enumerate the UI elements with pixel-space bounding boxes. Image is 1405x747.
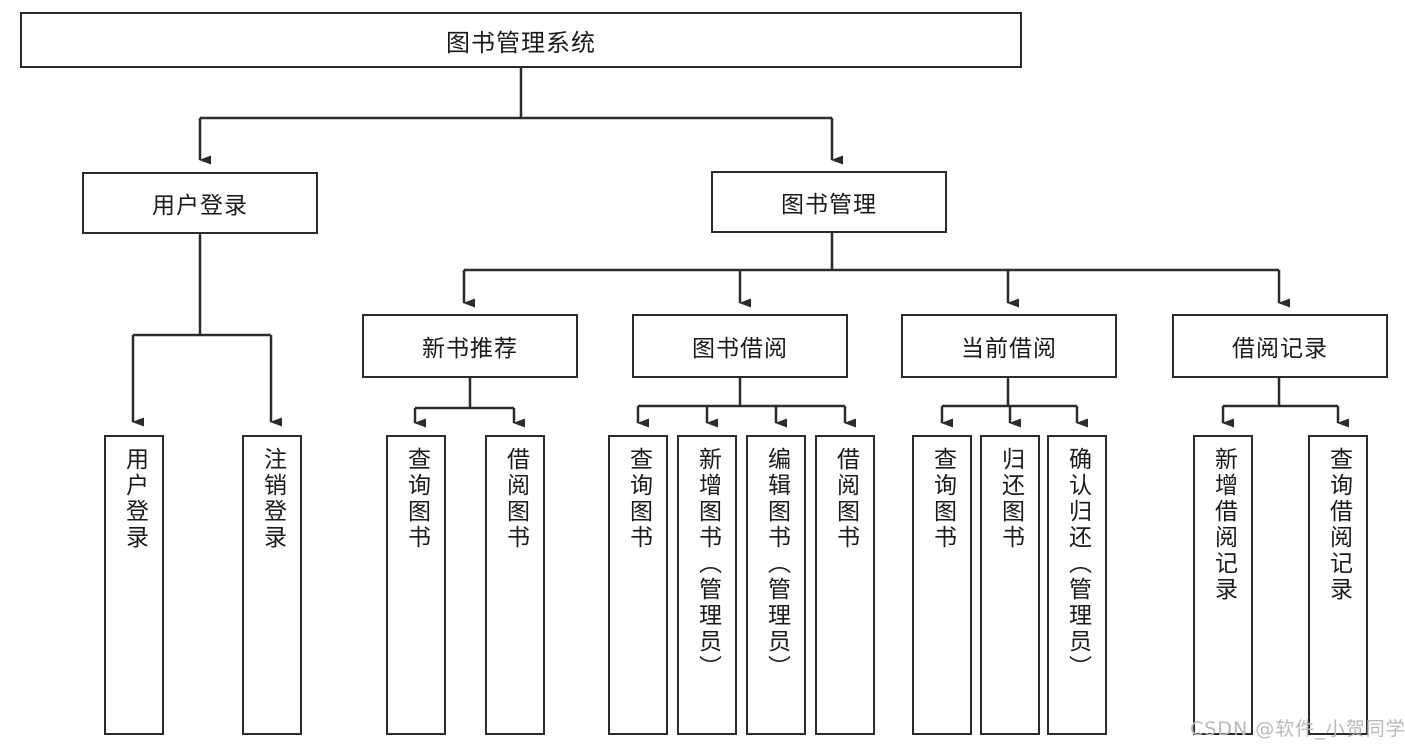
node-borrow-record-label: 借阅记录: [1232, 336, 1328, 362]
node-new-book-recommend[interactable]: 新书推荐: [362, 314, 578, 378]
node-root[interactable]: 图书管理系统: [20, 12, 1022, 68]
node-current-borrow-label: 当前借阅: [961, 336, 1057, 362]
leaf-label: 查询图书: [403, 447, 430, 551]
leaf-label: 查询借阅记录: [1325, 447, 1352, 603]
leaf-label: 查询图书: [625, 447, 652, 551]
leaf-borrow-book-3[interactable]: 借阅图书: [815, 435, 875, 735]
leaf-borrow-book-0[interactable]: 查询图书: [608, 435, 668, 735]
leaf-current-borrow-0[interactable]: 查询图书: [912, 435, 972, 735]
node-book-management-label: 图书管理: [781, 192, 877, 218]
leaf-new-book-1[interactable]: 借阅图书: [485, 435, 545, 735]
node-book-management[interactable]: 图书管理: [711, 171, 947, 233]
leaf-borrow-book-1[interactable]: 新增图书（管理员）: [677, 435, 737, 735]
leaf-label: 注销登录: [259, 447, 286, 551]
leaf-current-borrow-1[interactable]: 归还图书: [980, 435, 1040, 735]
leaf-label: 归还图书: [997, 447, 1024, 551]
leaf-current-borrow-2[interactable]: 确认归还（管理员）: [1047, 435, 1107, 735]
node-current-borrow[interactable]: 当前借阅: [901, 314, 1117, 378]
leaf-label: 编辑图书（管理员）: [763, 447, 790, 681]
leaf-user-login-0[interactable]: 用户登录: [104, 435, 164, 735]
leaf-user-login-1[interactable]: 注销登录: [242, 435, 302, 735]
node-new-book-recommend-label: 新书推荐: [422, 336, 518, 362]
leaf-borrow-record-1[interactable]: 查询借阅记录: [1308, 435, 1368, 735]
leaf-label: 确认归还（管理员）: [1064, 447, 1091, 681]
leaf-label: 用户登录: [121, 447, 148, 551]
leaf-label: 新增图书（管理员）: [694, 447, 721, 681]
leaf-label: 借阅图书: [832, 447, 859, 551]
leaf-borrow-book-2[interactable]: 编辑图书（管理员）: [746, 435, 806, 735]
leaf-label: 借阅图书: [502, 447, 529, 551]
leaf-label: 新增借阅记录: [1210, 447, 1237, 603]
node-book-borrow-label: 图书借阅: [692, 336, 788, 362]
node-user-login[interactable]: 用户登录: [82, 172, 318, 234]
watermark-text: CSDN @软件_小贺同学: [1190, 718, 1405, 740]
leaf-new-book-0[interactable]: 查询图书: [386, 435, 446, 735]
node-book-borrow[interactable]: 图书借阅: [632, 314, 848, 378]
leaf-borrow-record-0[interactable]: 新增借阅记录: [1193, 435, 1253, 735]
leaf-label: 查询图书: [929, 447, 956, 551]
node-user-login-label: 用户登录: [152, 193, 248, 219]
node-root-label: 图书管理系统: [446, 28, 596, 57]
node-borrow-record[interactable]: 借阅记录: [1172, 314, 1388, 378]
